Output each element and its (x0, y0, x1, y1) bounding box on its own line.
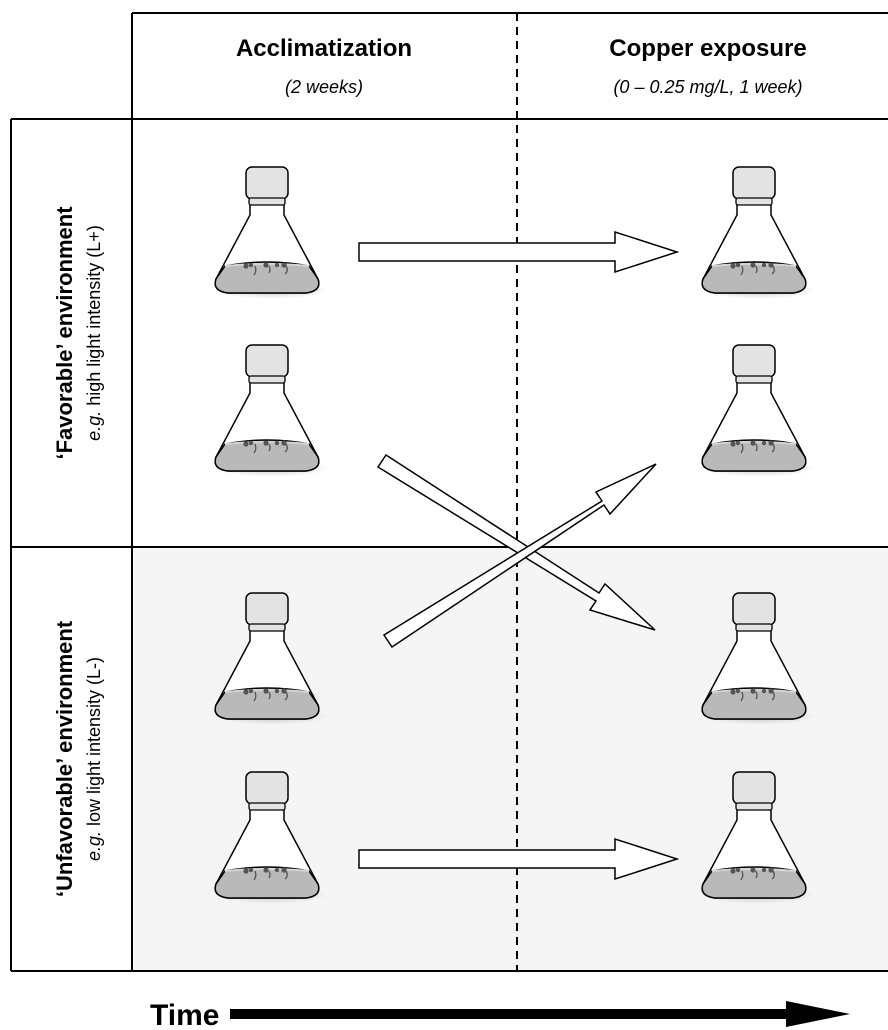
flask-favorable-acclimatization-2 (214, 344, 329, 478)
col1-subtitle: (2 weeks) (285, 77, 363, 97)
arrow-favorable-to-unfavorable (376, 453, 656, 631)
col2-title: Copper exposure (609, 35, 806, 62)
unfavorable-eg: e.g. (84, 831, 104, 861)
table-grid (10, 12, 888, 972)
unfavorable-row-label: ‘Unfavorable’ environment e.g. low light… (52, 620, 104, 897)
arrow-unfavorable-to-unfavorable (358, 837, 680, 881)
unfavorable-sub: low light intensity (L-) (84, 657, 104, 831)
time-label: Time (150, 999, 219, 1030)
unfavorable-subtitle: e.g. low light intensity (L-) (84, 657, 104, 861)
favorable-sub: high light intensity (L+) (84, 225, 104, 411)
flask-favorable-acclimatization-1 (214, 166, 329, 300)
unfavorable-title: ‘Unfavorable’ environment (52, 620, 77, 897)
favorable-eg: e.g. (84, 411, 104, 441)
favorable-subtitle: e.g. high light intensity (L+) (84, 225, 104, 441)
flask-favorable-copper-2 (701, 344, 816, 478)
flask-favorable-copper-1 (701, 166, 816, 300)
arrow-favorable-to-favorable (358, 230, 680, 274)
time-arrow (230, 1001, 850, 1027)
col1-title: Acclimatization (236, 35, 412, 62)
col2-subtitle: (0 – 0.25 mg/L, 1 week) (613, 77, 802, 97)
favorable-title: ‘Favorable’ environment (52, 206, 77, 460)
favorable-row-label: ‘Favorable’ environment e.g. high light … (52, 206, 104, 460)
arrow-unfavorable-to-favorable (382, 463, 657, 649)
